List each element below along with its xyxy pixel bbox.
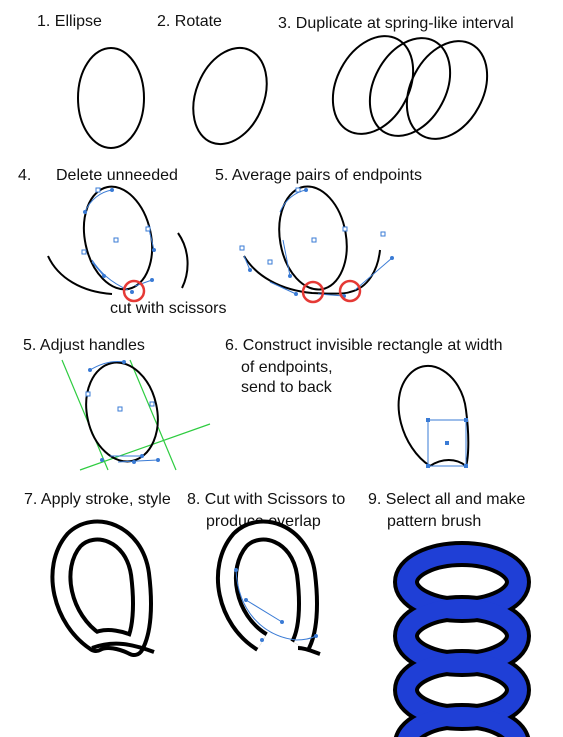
step4-trimmed-ellipse — [47, 185, 189, 303]
step9-coil-pattern — [393, 541, 531, 737]
step3-duplicated-ellipses — [331, 35, 489, 140]
scissors-highlight-circle — [122, 279, 146, 303]
step-6-line2: of endpoints, — [241, 359, 333, 376]
scissors-note: cut with scissors — [110, 300, 227, 317]
step-4-label: Delete unneeded — [56, 167, 178, 184]
step5-averaged-endpoints — [239, 185, 394, 304]
endpoint-highlight-circle-1 — [301, 280, 325, 304]
step-6-line1: 6. Construct invisible rectangle at widt… — [225, 337, 503, 354]
step1-ellipse — [77, 47, 145, 149]
step-5a-label: 5. Average pairs of endpoints — [215, 167, 422, 184]
step-8-line1: 8. Cut with Scissors to — [187, 491, 346, 508]
step-3-label: 3. Duplicate at spring-like interval — [278, 15, 514, 32]
step-4-number: 4. — [18, 167, 32, 184]
step-5b-label: 5. Adjust handles — [23, 337, 145, 354]
step-9-line1: 9. Select all and make — [368, 491, 526, 508]
step-9-line2: pattern brush — [387, 513, 482, 530]
step-6-line3: send to back — [241, 379, 332, 396]
step-7-label: 7. Apply stroke, style — [24, 491, 171, 508]
step8-cut-loop — [216, 519, 321, 656]
step7-stroked-loop — [50, 519, 155, 657]
step-1-label: 1. Ellipse — [37, 13, 102, 30]
step6-rectangle-construct — [397, 364, 470, 468]
step2-rotated-ellipse — [192, 46, 268, 146]
step5b-adjusted-handles — [61, 359, 211, 471]
endpoint-highlight-circle-2 — [338, 279, 362, 303]
step-2-label: 2. Rotate — [157, 13, 222, 30]
